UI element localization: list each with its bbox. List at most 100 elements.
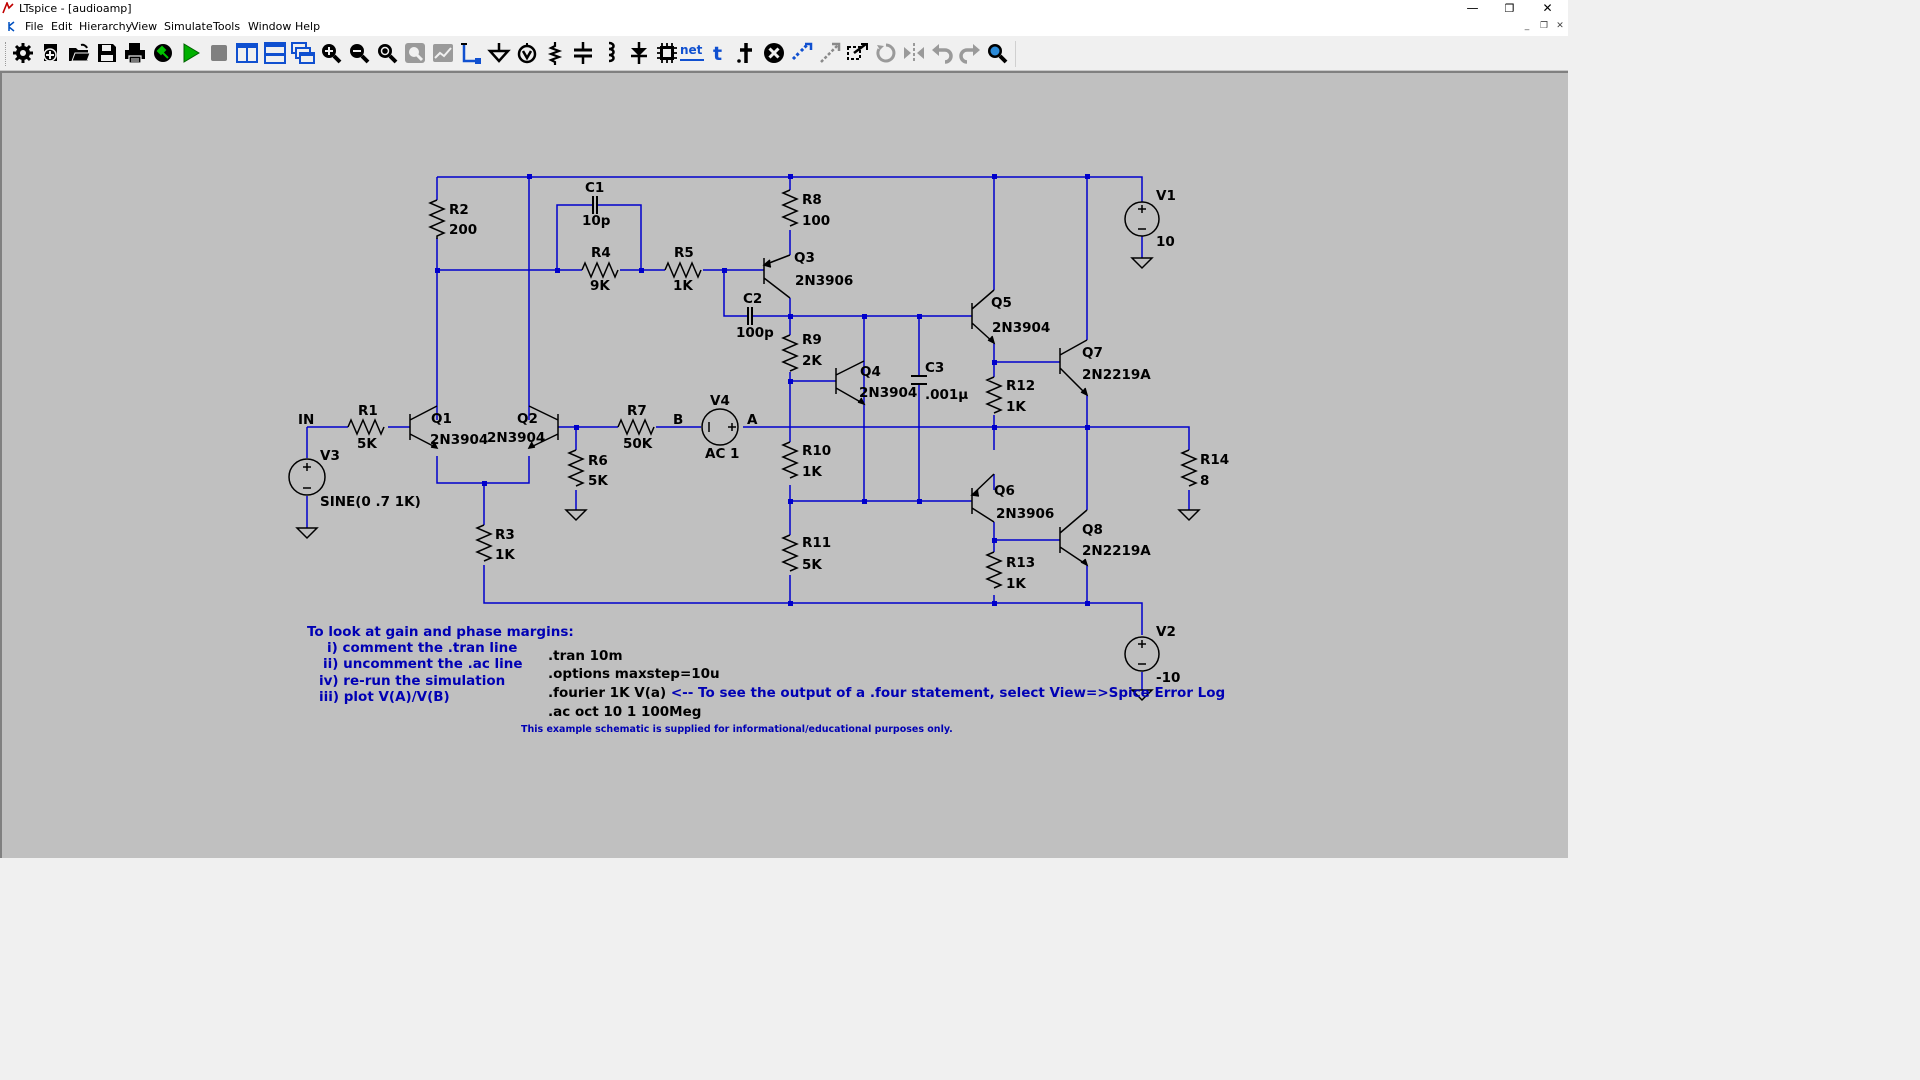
r3-name[interactable]: R3 [495, 527, 515, 543]
zoom-out-icon[interactable] [347, 41, 371, 65]
r9-value[interactable]: 2K [802, 353, 822, 369]
comment-line[interactable]: iv) re-run the simulation [319, 673, 506, 689]
r8-name[interactable]: R8 [802, 192, 822, 208]
zoom-fit-icon[interactable] [375, 41, 399, 65]
menu-file[interactable]: File [25, 20, 44, 33]
ground-icon[interactable] [487, 41, 511, 65]
capacitor-icon[interactable] [571, 41, 595, 65]
r12-name[interactable]: R12 [1006, 378, 1036, 394]
restore-button[interactable]: ❐ [1504, 2, 1515, 15]
r9-name[interactable]: R9 [802, 332, 822, 348]
v1-value[interactable]: 10 [1156, 234, 1175, 250]
q6-value[interactable]: 2N3906 [996, 506, 1055, 522]
r6-value[interactable]: 5K [588, 473, 608, 489]
v4-name[interactable]: V4 [710, 393, 730, 409]
q3-value[interactable]: 2N3906 [795, 273, 854, 289]
menu-tools[interactable]: Tools [213, 20, 241, 33]
r10-name[interactable]: R10 [802, 443, 832, 459]
q7-name[interactable]: Q7 [1082, 345, 1103, 361]
r11-value[interactable]: 5K [802, 557, 822, 573]
mdi-restore-button[interactable]: ❐ [1539, 21, 1549, 31]
r7-value[interactable]: 50K [623, 436, 653, 452]
control-panel-hammer-icon[interactable] [151, 41, 175, 65]
c1-value[interactable]: 10p [582, 213, 611, 229]
toolbar-grip[interactable] [5, 42, 8, 66]
menu-hierarchy[interactable]: Hierarchy [79, 20, 133, 33]
drag-icon[interactable] [846, 41, 870, 65]
v2-name[interactable]: V2 [1156, 624, 1176, 640]
v1-name[interactable]: V1 [1156, 188, 1176, 204]
net-label-a[interactable]: A [747, 412, 758, 428]
resistor-icon[interactable] [543, 41, 567, 65]
directive-tran[interactable]: .tran 10m [548, 648, 623, 664]
r3-value[interactable]: 1K [495, 547, 515, 563]
menu-window[interactable]: Window [248, 20, 292, 33]
move-icon[interactable] [818, 41, 842, 65]
component-icon[interactable] [655, 41, 679, 65]
v2-value[interactable]: -10 [1156, 670, 1181, 686]
comment-line[interactable]: iii) plot V(A)/V(B) [319, 689, 450, 705]
q2-value[interactable]: 2N3904 [487, 430, 546, 446]
directive-options[interactable]: .options maxstep=10u [548, 666, 720, 682]
menu-view[interactable]: View [131, 20, 158, 33]
net-label-b[interactable]: B [673, 412, 684, 428]
new-schematic-icon[interactable] [39, 41, 63, 65]
r10-value[interactable]: 1K [802, 464, 822, 480]
mirror-icon[interactable] [902, 41, 926, 65]
menu-simulate[interactable]: Simulate [164, 20, 213, 33]
menu-edit[interactable]: Edit [51, 20, 73, 33]
open-folder-icon[interactable] [67, 41, 91, 65]
net-name-icon[interactable]: net [679, 41, 705, 65]
disclaimer-text[interactable]: This example schematic is supplied for i… [521, 724, 953, 735]
r1-value[interactable]: 5K [357, 436, 377, 452]
c3-value[interactable]: .001µ [925, 387, 969, 403]
c3-name[interactable]: C3 [925, 360, 945, 376]
r7-name[interactable]: R7 [627, 403, 647, 419]
autorange-icon[interactable] [431, 41, 455, 65]
delete-icon[interactable] [762, 41, 786, 65]
q4-name[interactable]: Q4 [860, 364, 881, 380]
close-button[interactable]: ✕ [1542, 1, 1553, 15]
inductor-icon[interactable] [599, 41, 623, 65]
v3-value[interactable]: SINE(0 .7 1K) [320, 494, 421, 510]
run-icon[interactable] [179, 41, 203, 65]
q1-name[interactable]: Q1 [431, 411, 452, 427]
c1-name[interactable]: C1 [585, 180, 605, 196]
rotate-icon[interactable] [874, 41, 898, 65]
directive-fourier[interactable]: .fourier 1K V(a) <-- To see the output o… [548, 685, 1225, 701]
c2-value[interactable]: 100p [736, 325, 774, 341]
net-label-in[interactable]: IN [298, 412, 315, 428]
spice-directive-icon[interactable] [734, 41, 758, 65]
q8-value[interactable]: 2N2219A [1082, 543, 1151, 559]
v4-value[interactable]: AC 1 [705, 446, 740, 462]
r4-value[interactable]: 9K [590, 278, 610, 294]
label-net-icon[interactable] [515, 41, 539, 65]
q5-value[interactable]: 2N3904 [992, 320, 1051, 336]
r6-name[interactable]: R6 [588, 453, 608, 469]
comment-line[interactable]: ii) uncomment the .ac line [323, 656, 523, 672]
r8-value[interactable]: 100 [802, 213, 831, 229]
r1-name[interactable]: R1 [358, 403, 378, 419]
r5-name[interactable]: R5 [674, 245, 694, 261]
comment-line[interactable]: To look at gain and phase margins: [307, 624, 574, 640]
c2-name[interactable]: C2 [743, 291, 763, 307]
cascade-windows-icon[interactable] [291, 41, 315, 65]
r14-name[interactable]: R14 [1200, 452, 1230, 468]
r5-value[interactable]: 1K [673, 278, 693, 294]
q1-value[interactable]: 2N3904 [430, 432, 489, 448]
draw-wire-icon[interactable] [459, 41, 483, 65]
mdi-minimize-button[interactable]: _ [1524, 21, 1530, 31]
r2-value[interactable]: 200 [449, 222, 478, 238]
diode-icon[interactable] [627, 41, 651, 65]
zoom-back-icon[interactable] [403, 41, 427, 65]
q8-name[interactable]: Q8 [1082, 522, 1103, 538]
save-icon[interactable] [95, 41, 119, 65]
q7-value[interactable]: 2N2219A [1082, 367, 1151, 383]
r13-name[interactable]: R13 [1006, 555, 1036, 571]
tile-horizontal-icon[interactable] [263, 41, 287, 65]
duplicate-icon[interactable] [790, 41, 814, 65]
menu-help[interactable]: Help [295, 20, 321, 33]
minimize-button[interactable]: — [1466, 1, 1479, 15]
comment-line[interactable]: i) comment the .tran line [327, 640, 518, 656]
directive-ac[interactable]: .ac oct 10 1 100Meg [548, 704, 702, 720]
